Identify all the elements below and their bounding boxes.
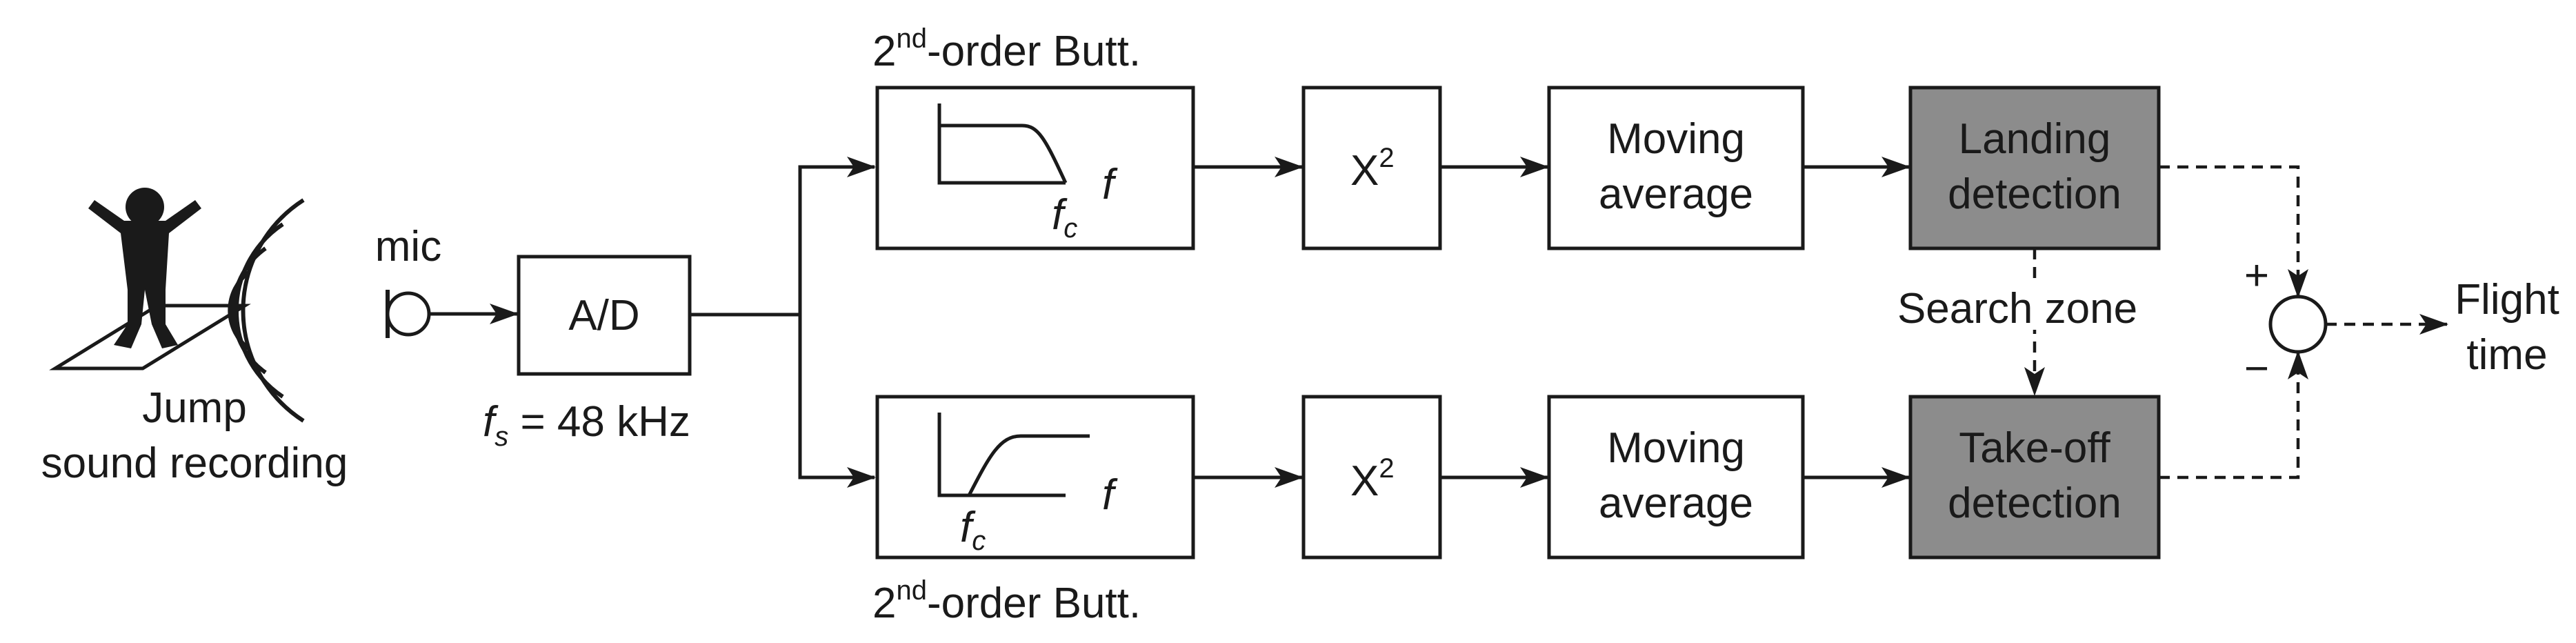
filter-title-bottom: 2nd-order Butt.	[872, 575, 1141, 627]
mic-label: mic	[375, 223, 441, 270]
moving-average-bottom-line1: Moving	[1607, 424, 1745, 472]
takeoff-detection-block	[1908, 395, 2161, 560]
summing-junction	[2268, 295, 2328, 354]
search-zone-label: Search zone	[1897, 285, 2137, 333]
microphone-icon	[386, 290, 431, 338]
landing-to-summer-arrow	[2159, 165, 2308, 298]
summer-plus-sign: +	[2244, 252, 2269, 299]
to-lowpass-arrow	[798, 315, 876, 488]
sampling-rate-label: fs = 48 kHz	[483, 398, 690, 452]
highpass-filter-block	[875, 395, 1195, 560]
moving-average-top-line1: Moving	[1607, 115, 1745, 163]
landing-detection-block	[1908, 86, 2161, 250]
filter-title-top: 2nd-order Butt.	[872, 23, 1141, 75]
moving-average-top-line2: average	[1599, 170, 1753, 218]
sound-waves-icon	[228, 198, 305, 423]
adc-block	[517, 255, 692, 376]
output-line2: time	[2466, 331, 2547, 379]
landing-line2: detection	[1948, 170, 2121, 218]
moving-average-bottom-line2: average	[1599, 479, 1753, 527]
takeoff-to-summer-arrow	[2159, 350, 2308, 479]
square-block-top	[1301, 86, 1442, 250]
square-label-bottom: X2	[1350, 453, 1395, 505]
takeoff-line1: Take-off	[1959, 424, 2110, 472]
jump-label-line1: Jump	[142, 384, 247, 432]
to-highpass-arrow	[798, 157, 876, 315]
jump-label-line2: sound recording	[41, 439, 348, 487]
moving-average-block-top	[1547, 86, 1805, 250]
output-line1: Flight	[2455, 276, 2559, 324]
lowpass-filter-block	[875, 86, 1195, 250]
jumper-icon	[49, 188, 251, 370]
takeoff-line2: detection	[1948, 479, 2121, 527]
adc-label: A/D	[568, 292, 639, 339]
summer-minus-sign: −	[2244, 345, 2269, 393]
landing-line1: Landing	[1959, 115, 2111, 163]
moving-average-block-bottom	[1547, 395, 1805, 560]
square-label-top: X2	[1350, 143, 1395, 195]
square-block-bottom	[1301, 395, 1442, 560]
